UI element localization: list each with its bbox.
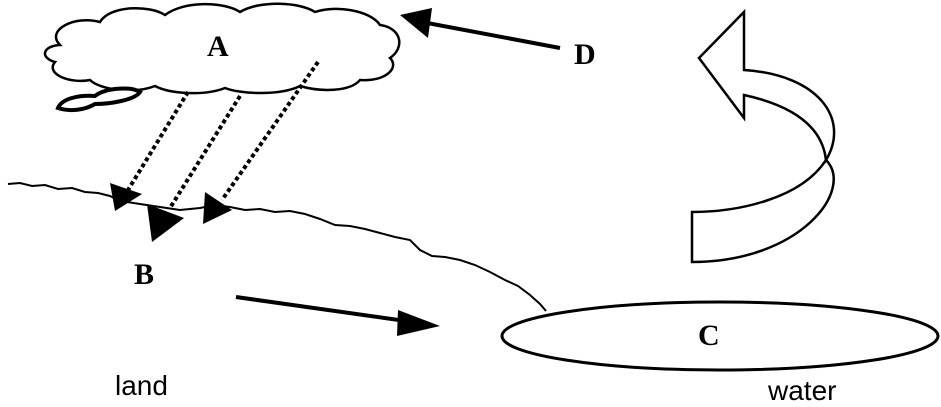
label-a: A: [207, 30, 229, 63]
label-water: water: [767, 375, 836, 406]
arrow-d-icon: [400, 8, 561, 50]
label-b: B: [134, 258, 154, 291]
cloud-icon: [43, 2, 401, 95]
label-d: D: [574, 38, 596, 71]
rain-arrow-icon: [110, 60, 320, 242]
label-land: land: [115, 370, 168, 401]
curved-arrow-icon: [690, 8, 836, 264]
small-cloud-wisp: [55, 86, 143, 113]
label-c: C: [698, 319, 720, 352]
runoff-arrow-icon: [235, 295, 440, 336]
water-body: [500, 300, 940, 372]
land-outline: [7, 181, 547, 312]
